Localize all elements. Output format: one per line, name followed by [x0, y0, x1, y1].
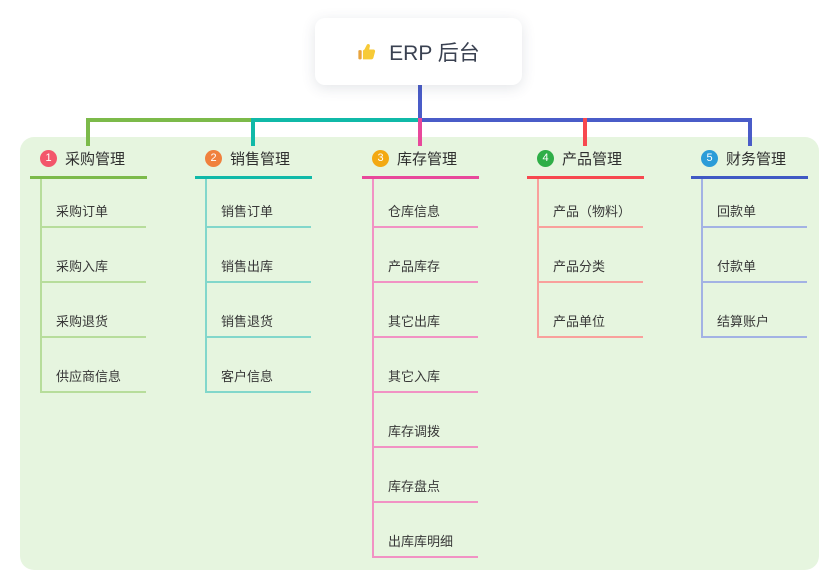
branch-title-sales[interactable]: 2 销售管理 — [195, 145, 312, 179]
thumbs-up-icon — [357, 41, 379, 63]
branch-product: 4 产品管理 产品（物料） 产品分类 产品单位 — [527, 145, 644, 338]
node-other-outbound[interactable]: 其它出库 — [374, 283, 478, 338]
node-settlement-account[interactable]: 结算账户 — [703, 283, 807, 338]
node-stock-transfer[interactable]: 库存调拨 — [374, 393, 478, 448]
node-product-material[interactable]: 产品（物料） — [539, 179, 644, 228]
node-warehouse-info[interactable]: 仓库信息 — [374, 179, 478, 228]
connector-branch-4 — [583, 118, 587, 146]
mindmap-canvas — [20, 137, 819, 570]
branch-2-children: 销售订单 销售出库 销售退货 客户信息 — [205, 179, 312, 393]
branch-title-product[interactable]: 4 产品管理 — [527, 145, 644, 179]
branch-inventory: 3 库存管理 仓库信息 产品库存 其它出库 其它入库 库存调拨 库存盘点 出库库… — [362, 145, 479, 558]
node-receipt-order[interactable]: 回款单 — [703, 179, 807, 228]
node-product-unit[interactable]: 产品单位 — [539, 283, 643, 338]
connector-branch-2 — [251, 118, 255, 146]
connector-branch-5 — [748, 118, 752, 146]
node-outbound-detail[interactable]: 出库库明细 — [374, 503, 478, 558]
branch-1-label: 采购管理 — [65, 151, 126, 168]
branch-sales: 2 销售管理 销售订单 销售出库 销售退货 客户信息 — [195, 145, 312, 393]
node-stock-check[interactable]: 库存盘点 — [374, 448, 478, 503]
branch-3-badge: 3 — [372, 150, 389, 167]
connector-root — [418, 84, 422, 120]
branch-3-children: 仓库信息 产品库存 其它出库 其它入库 库存调拨 库存盘点 出库库明细 — [372, 179, 479, 558]
branch-5-badge: 5 — [701, 150, 718, 167]
node-supplier-info[interactable]: 供应商信息 — [42, 338, 146, 393]
connector-trunk-segment-2 — [254, 118, 420, 122]
branch-title-inventory[interactable]: 3 库存管理 — [362, 145, 479, 179]
branch-title-purchase[interactable]: 1 采购管理 — [30, 145, 147, 179]
branch-2-badge: 2 — [205, 150, 222, 167]
node-purchase-inbound[interactable]: 采购入库 — [42, 228, 146, 283]
node-payment-order[interactable]: 付款单 — [703, 228, 807, 283]
connector-branch-3 — [418, 118, 422, 146]
node-customer-info[interactable]: 客户信息 — [207, 338, 311, 393]
node-purchase-return[interactable]: 采购退货 — [42, 283, 146, 338]
node-purchase-order[interactable]: 采购订单 — [42, 179, 146, 228]
connector-branch-1 — [86, 118, 90, 146]
connector-trunk-segment-1 — [86, 118, 254, 122]
node-sales-return[interactable]: 销售退货 — [207, 283, 311, 338]
branch-5-children: 回款单 付款单 结算账户 — [701, 179, 808, 338]
root-node[interactable]: ERP 后台 — [315, 18, 522, 85]
branch-purchase: 1 采购管理 采购订单 采购入库 采购退货 供应商信息 — [30, 145, 147, 393]
branch-title-finance[interactable]: 5 财务管理 — [691, 145, 808, 179]
branch-1-children: 采购订单 采购入库 采购退货 供应商信息 — [40, 179, 147, 393]
branch-4-badge: 4 — [537, 150, 554, 167]
branch-2-label: 销售管理 — [230, 151, 291, 168]
root-title: ERP 后台 — [389, 41, 480, 65]
node-sales-outbound[interactable]: 销售出库 — [207, 228, 311, 283]
branch-finance: 5 财务管理 回款单 付款单 结算账户 — [691, 145, 808, 338]
branch-4-children: 产品（物料） 产品分类 产品单位 — [537, 179, 644, 338]
branch-5-label: 财务管理 — [726, 151, 787, 168]
node-product-category[interactable]: 产品分类 — [539, 228, 643, 283]
branch-3-label: 库存管理 — [397, 151, 458, 168]
node-product-stock[interactable]: 产品库存 — [374, 228, 478, 283]
node-other-inbound[interactable]: 其它入库 — [374, 338, 478, 393]
branch-1-badge: 1 — [40, 150, 57, 167]
branch-4-label: 产品管理 — [562, 151, 623, 168]
node-sales-order[interactable]: 销售订单 — [207, 179, 311, 228]
